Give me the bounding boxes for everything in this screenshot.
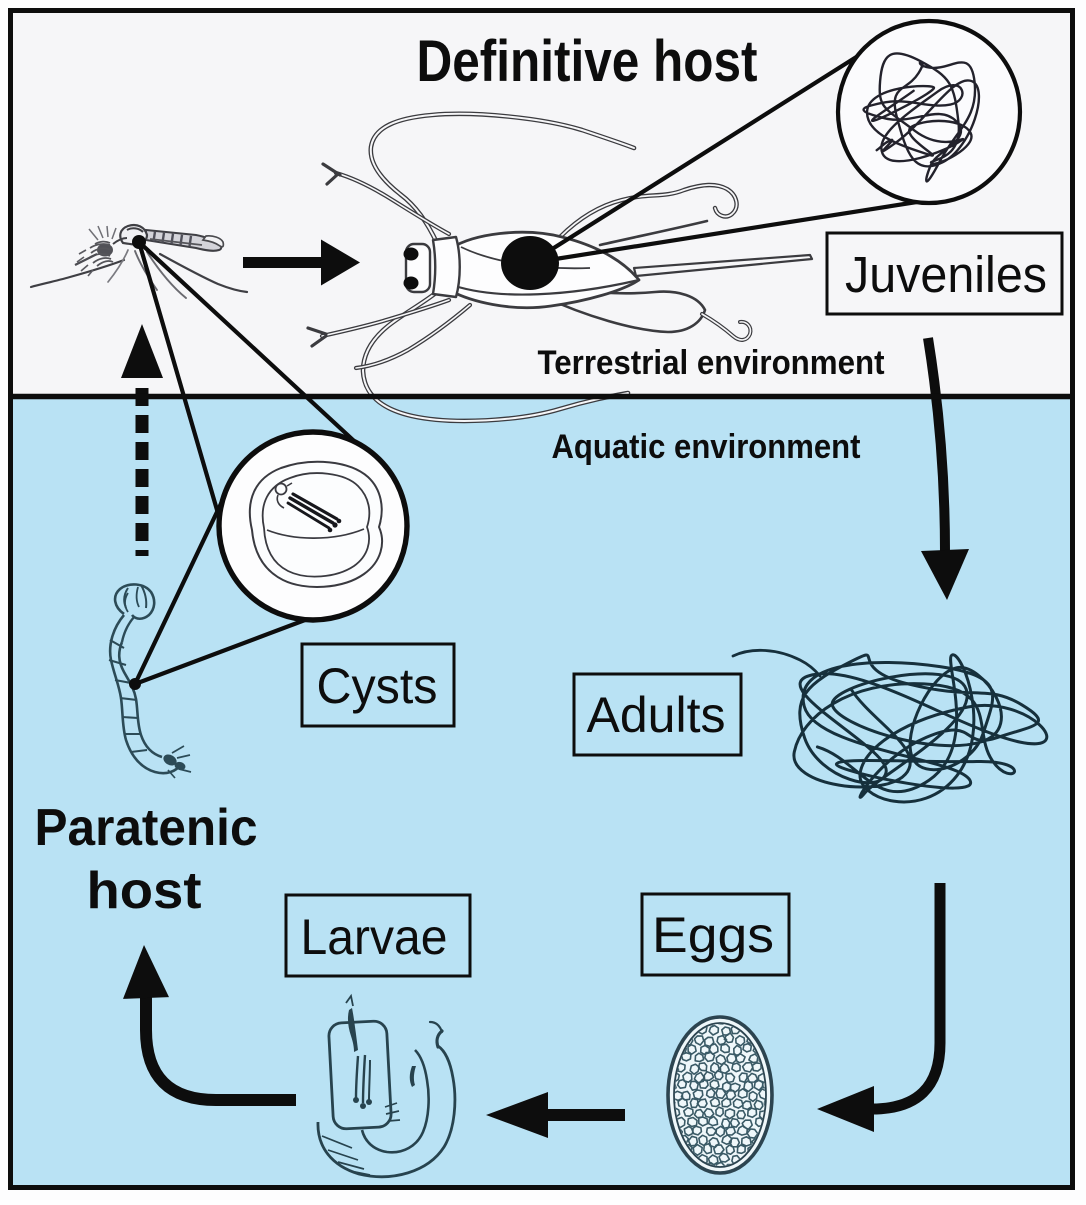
svg-text:Definitive host: Definitive host — [417, 29, 758, 94]
svg-text:Adults: Adults — [587, 687, 726, 743]
svg-text:Eggs: Eggs — [652, 907, 774, 963]
svg-text:Terrestrial environment: Terrestrial environment — [538, 344, 885, 382]
svg-text:Juveniles: Juveniles — [845, 246, 1047, 303]
svg-text:host: host — [87, 862, 202, 920]
svg-text:Paratenic: Paratenic — [35, 799, 258, 857]
svg-text:Cysts: Cysts — [317, 658, 438, 714]
svg-text:Aquatic environment: Aquatic environment — [552, 428, 861, 466]
svg-text:Larvae: Larvae — [301, 909, 448, 965]
